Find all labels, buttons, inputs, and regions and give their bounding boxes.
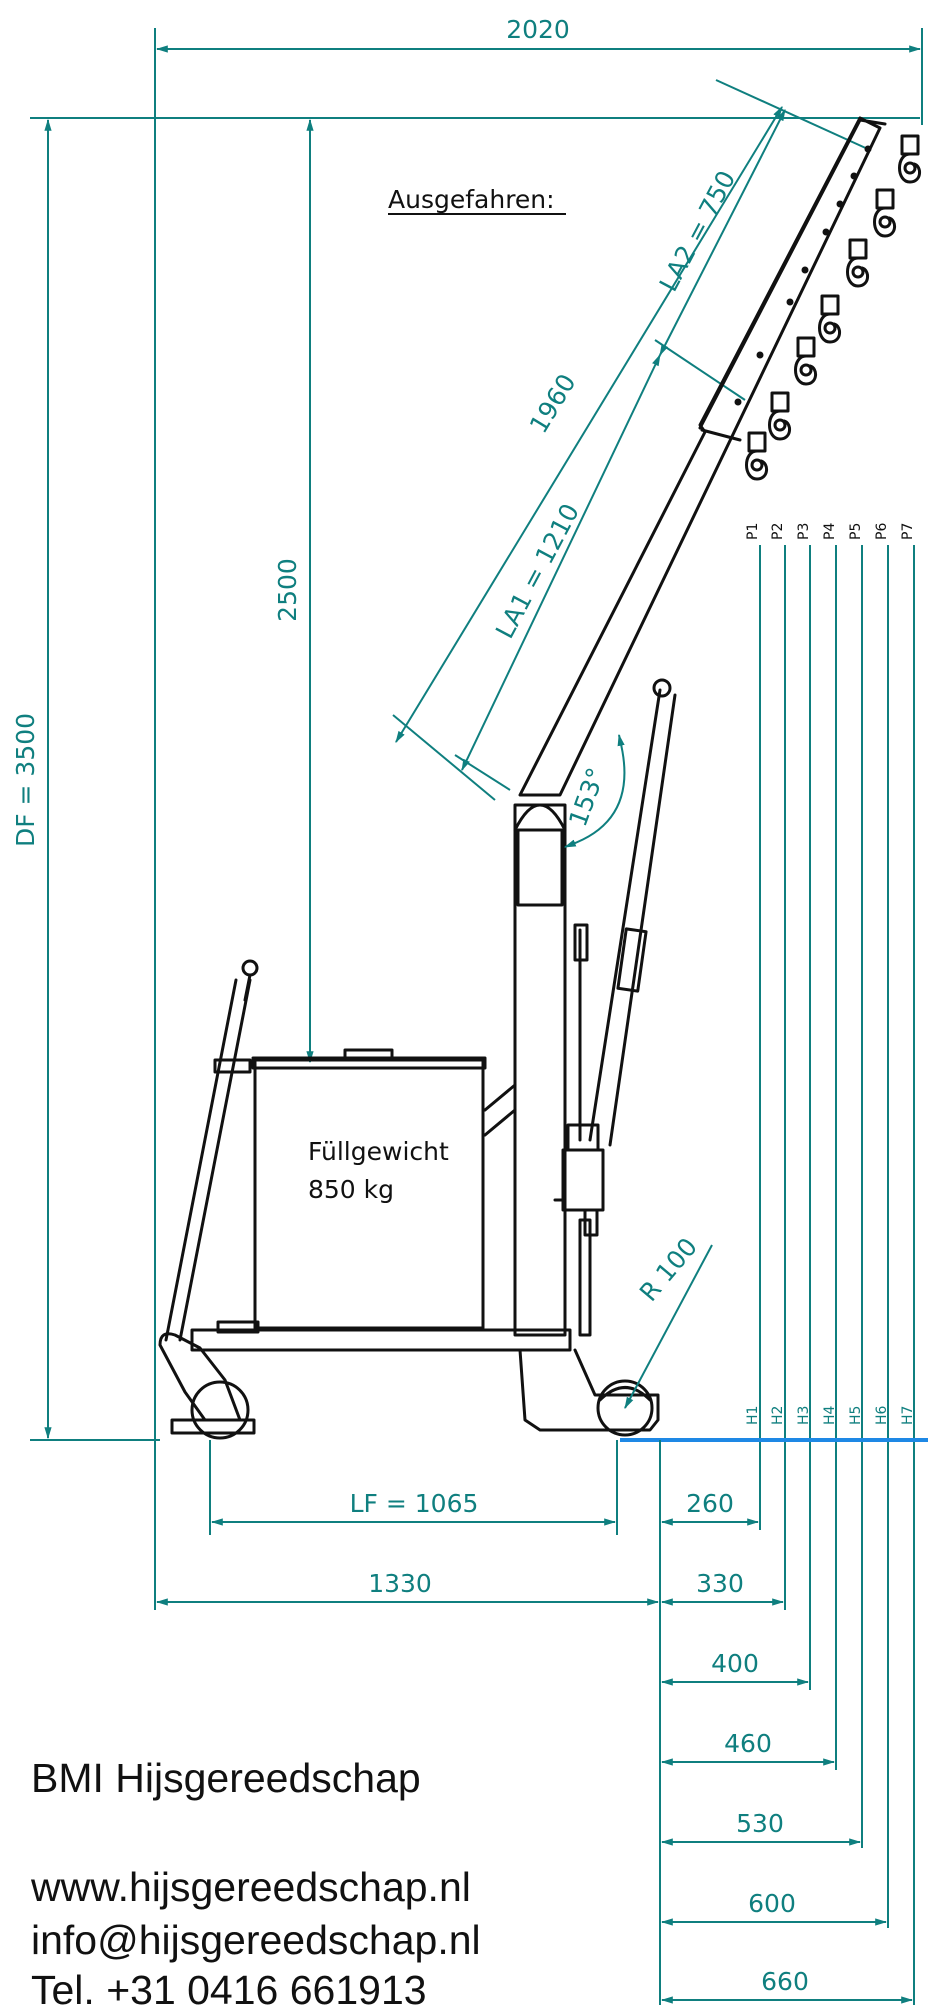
content-label-line1: Füllgewicht xyxy=(308,1137,449,1166)
hook-height-dimension: 2500 xyxy=(273,118,314,1064)
p6-label: P6 xyxy=(874,523,890,540)
h1-label: H1 xyxy=(745,1406,761,1425)
wheel-radius: R 100 xyxy=(624,1232,713,1410)
company-email: info@hijsgereedschap.nl xyxy=(31,1917,481,1963)
position-labels: P1 P2 P3 P4 P5 P6 P7 xyxy=(745,523,916,540)
total-width-dimension: 2020 xyxy=(154,15,923,1610)
p2-label: P2 xyxy=(770,523,786,540)
total-height-dimension: DF = 3500 xyxy=(11,117,920,1441)
reach-600-label: 600 xyxy=(748,1889,796,1918)
p5-label: P5 xyxy=(848,523,864,540)
boom-la1-label: LA1 = 1210 xyxy=(490,499,585,643)
boom-angle: 153° xyxy=(563,733,626,848)
reach-460-label: 460 xyxy=(724,1729,772,1758)
company-name: BMI Hijsgereedschap xyxy=(31,1755,421,1801)
company-website: www.hijsgereedschap.nl xyxy=(31,1864,471,1910)
p4-label: P4 xyxy=(822,523,838,540)
reach-530-label: 530 xyxy=(736,1809,784,1838)
h7-label: H7 xyxy=(900,1406,916,1425)
wheelbase-dimension: LF = 1065 xyxy=(209,1440,618,1535)
reach-400-label: 400 xyxy=(711,1649,759,1678)
state-label: Ausgefahren: xyxy=(388,185,555,214)
hook-height-label: 2500 xyxy=(273,558,302,622)
hooks xyxy=(745,134,921,481)
reach-660-label: 660 xyxy=(761,1967,809,1996)
hook-drop-lines xyxy=(759,545,915,2005)
p3-label: P3 xyxy=(796,523,812,540)
boom-la2-label: LA2 = 750 xyxy=(654,166,742,296)
reach-330-label: 330 xyxy=(696,1569,744,1598)
content-label-line2: 850 kg xyxy=(308,1175,394,1204)
h2-label: H2 xyxy=(770,1406,786,1425)
reach-dimensions: 260 330 400 460 530 600 660 xyxy=(660,1489,914,2004)
p7-label: P7 xyxy=(900,523,916,540)
total-height-label: DF = 3500 xyxy=(11,713,40,847)
base-length-dimension: 1330 xyxy=(155,1569,660,1606)
h4-label: H4 xyxy=(822,1405,838,1425)
h3-label: H3 xyxy=(796,1406,812,1425)
boom-length-label: 1960 xyxy=(524,369,582,438)
radius-label: R 100 xyxy=(634,1232,703,1307)
p1-label: P1 xyxy=(745,523,761,540)
height-labels: H1 H2 H3 H4 H5 H6 H7 xyxy=(745,1405,916,1425)
wheelbase-label: LF = 1065 xyxy=(350,1489,479,1518)
h5-label: H5 xyxy=(848,1406,864,1425)
total-width-label: 2020 xyxy=(506,15,570,44)
company-phone: Tel. +31 0416 661913 xyxy=(31,1967,427,2013)
reach-260-label: 260 xyxy=(686,1489,734,1518)
crane-body: Füllgewicht 850 kg xyxy=(158,116,887,1440)
base-length-label: 1330 xyxy=(368,1569,432,1598)
h6-label: H6 xyxy=(874,1405,890,1425)
